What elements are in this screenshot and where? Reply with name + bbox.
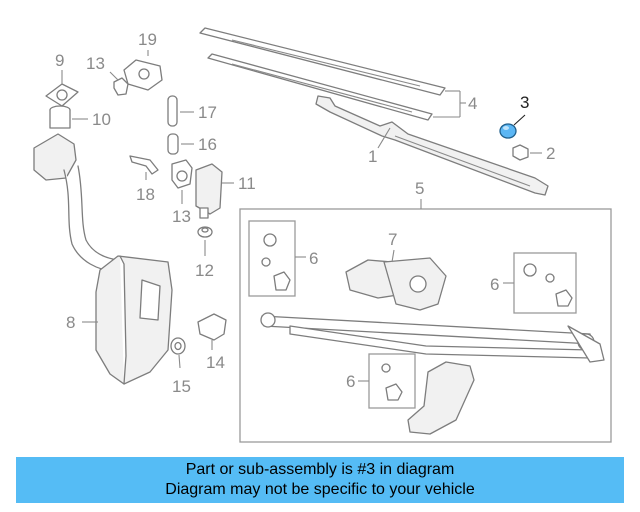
- wiper-motor: [345, 257, 447, 311]
- part-2-nut: [512, 144, 529, 161]
- hardware-kit-left: [248, 220, 296, 297]
- callout-16: 16: [198, 135, 217, 154]
- lead-1: [377, 127, 391, 149]
- callout-10: 10: [92, 110, 111, 129]
- lead-3: [513, 114, 526, 126]
- callout-18: 18: [136, 185, 155, 204]
- callout-9: 9: [55, 51, 64, 70]
- banner-line-1: Part or sub-assembly is #3 in diagram: [185, 461, 455, 478]
- callout-5: 5: [415, 179, 424, 198]
- part-12-grommet: [197, 226, 213, 238]
- part-17-hose: [167, 95, 178, 127]
- callout-3: 3: [520, 93, 529, 112]
- parts-diagram: 4 1 3 2 19 13 9 10: [33, 27, 612, 443]
- wiper-arm: [315, 95, 549, 196]
- part-14-connector: [197, 313, 227, 341]
- linkage-bars: [260, 312, 605, 363]
- callout-12: 12: [195, 261, 214, 280]
- wiper-blades: [199, 27, 446, 121]
- callout-11: 11: [238, 174, 256, 193]
- part-18-clip: [129, 155, 159, 175]
- part-15-grommet: [170, 337, 186, 355]
- part-3-cap: [499, 123, 517, 139]
- mounting-bracket: [407, 361, 475, 435]
- callout-4: 4: [468, 94, 477, 113]
- hardware-kit-bottom: [368, 353, 416, 409]
- hardware-kit-right: [513, 252, 577, 314]
- callout-13b: 13: [172, 207, 191, 226]
- callout-6c: 6: [346, 372, 355, 391]
- washer-tank: [33, 133, 173, 385]
- callout-6a: 6: [309, 249, 318, 268]
- callout-15: 15: [172, 377, 191, 396]
- part-11-pump: [195, 163, 223, 219]
- callout-2: 2: [546, 144, 555, 163]
- callout-8: 8: [66, 313, 75, 332]
- callout-14: 14: [206, 353, 225, 372]
- part-13a: [113, 77, 129, 96]
- callout-13a: 13: [86, 54, 105, 73]
- part-16-hose: [167, 133, 179, 155]
- part-9-cap: [45, 83, 79, 107]
- info-banner: Part or sub-assembly is #3 in diagram Di…: [16, 457, 624, 503]
- part-10-filler: [49, 105, 71, 129]
- part-13b: [171, 159, 193, 189]
- banner-line-2: Diagram may not be specific to your vehi…: [165, 481, 475, 498]
- callout-19: 19: [138, 30, 157, 49]
- callout-17: 17: [198, 103, 217, 122]
- part-19-nozzle: [123, 59, 163, 91]
- callout-1: 1: [368, 147, 377, 166]
- callout-7: 7: [388, 230, 397, 249]
- callout-6b: 6: [490, 275, 499, 294]
- linkage-assembly-box: [239, 208, 612, 443]
